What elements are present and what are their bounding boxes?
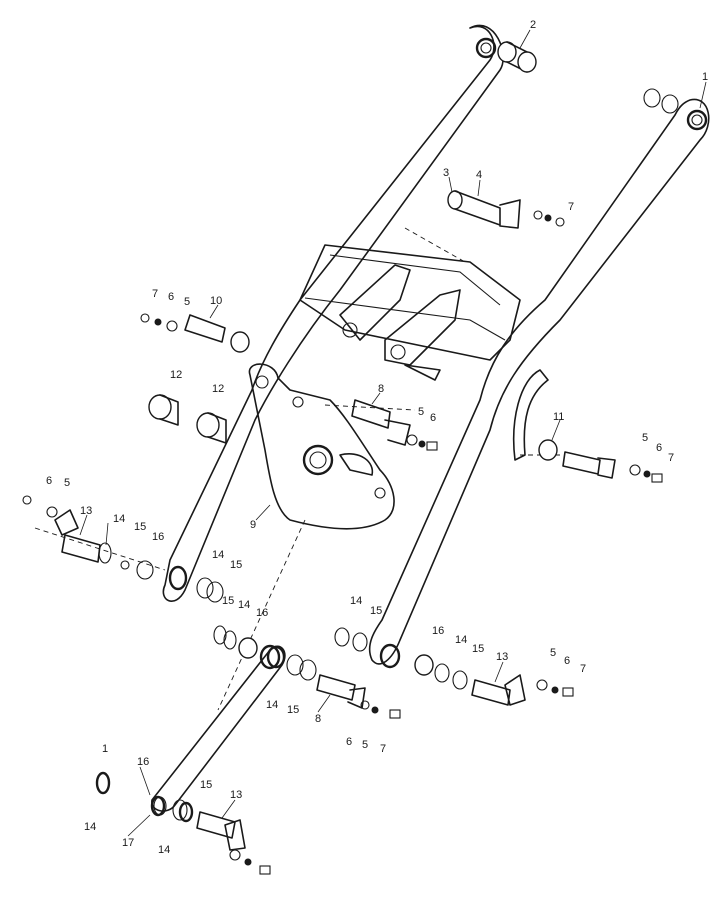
callout-1-top: 1: [702, 71, 708, 83]
callout-5-left: 5: [184, 296, 190, 308]
callout-7-top: 7: [568, 201, 574, 213]
pin-4: [447, 190, 565, 229]
callout-6-lowright: 6: [564, 655, 570, 667]
callout-3: 3: [443, 167, 449, 179]
callout-4: 4: [476, 169, 482, 181]
bushing-2: [497, 41, 537, 73]
callout-14-d: 14: [350, 595, 362, 607]
callout-14-c: 14: [238, 599, 250, 611]
callout-5-mid: 5: [418, 406, 424, 418]
callout-17: 17: [122, 837, 134, 849]
bushing-top-right: [643, 88, 679, 114]
callout-7-lowright: 7: [580, 663, 586, 675]
seal-rings-center: [213, 625, 317, 681]
callout-5-farleft: 5: [64, 477, 70, 489]
callout-14-e: 14: [455, 634, 467, 646]
callout-10: 10: [210, 295, 222, 307]
callout-6-right: 6: [656, 442, 662, 454]
callout-12-a: 12: [170, 369, 182, 381]
callout-15-e: 15: [472, 643, 484, 655]
callout-5-lower: 5: [362, 739, 368, 751]
pin-right-group: [538, 439, 663, 483]
callout-16-b: 16: [256, 607, 268, 619]
pin-13-left-group: [22, 495, 154, 580]
callout-6-lower: 6: [346, 736, 352, 748]
callout-14-b: 14: [212, 549, 224, 561]
center-link-plate: [248, 363, 395, 530]
left-lift-arm: [162, 24, 504, 602]
callout-14-g: 14: [84, 821, 96, 833]
callout-labels: 2 1 3 4 7 7 6 5 10 12 12 8 5 6 11 5 6 7 …: [46, 19, 708, 856]
callout-2: 2: [530, 19, 536, 31]
callout-7-lower: 7: [380, 743, 386, 755]
callout-15-g: 15: [200, 779, 212, 791]
callout-15-c: 15: [222, 595, 234, 607]
callout-14-f: 14: [266, 699, 278, 711]
leader-lines: [79, 29, 707, 837]
callout-6-left: 6: [168, 291, 174, 303]
callout-15-d: 15: [370, 605, 382, 617]
callout-15-b: 15: [230, 559, 242, 571]
callout-13-right: 13: [496, 651, 508, 663]
callout-14-h: 14: [158, 844, 170, 856]
callout-5-right: 5: [642, 432, 648, 444]
cross-tube: [299, 244, 521, 361]
callout-16-a: 16: [152, 531, 164, 543]
callout-6-mid: 6: [430, 412, 436, 424]
callout-13-left: 13: [80, 505, 92, 517]
callout-12-b: 12: [212, 383, 224, 395]
callout-14-a: 14: [113, 513, 125, 525]
callout-1-bottom: 1: [102, 743, 108, 755]
callout-15-a: 15: [134, 521, 146, 533]
callout-15-f: 15: [287, 704, 299, 716]
center-brackets: [339, 264, 461, 381]
callout-13-bottom: 13: [230, 789, 242, 801]
callout-7-right: 7: [668, 452, 674, 464]
callout-6-farleft: 6: [46, 475, 52, 487]
right-lift-arm: [368, 98, 710, 665]
pin-8-lower-group: [316, 674, 401, 719]
callout-8-upper: 8: [378, 383, 384, 395]
callout-8-lower: 8: [315, 713, 321, 725]
pin-13-bottom-group: [95, 771, 271, 875]
center-lines: [34, 227, 560, 711]
callout-7-left: 7: [152, 288, 158, 300]
pin-10-group: [140, 313, 250, 353]
lower-link-arm: [150, 645, 286, 817]
seal-rings-right: [334, 627, 468, 690]
seal-rings-left: [168, 565, 224, 603]
callout-9: 9: [250, 519, 256, 531]
pin-13-right-group: [471, 674, 574, 706]
pin-8-upper: [351, 399, 438, 451]
bushings-12: [148, 394, 227, 444]
callout-5-lowright: 5: [550, 647, 556, 659]
callout-16-c: 16: [432, 625, 444, 637]
callout-11: 11: [553, 411, 564, 423]
callout-16-d: 16: [137, 756, 149, 768]
